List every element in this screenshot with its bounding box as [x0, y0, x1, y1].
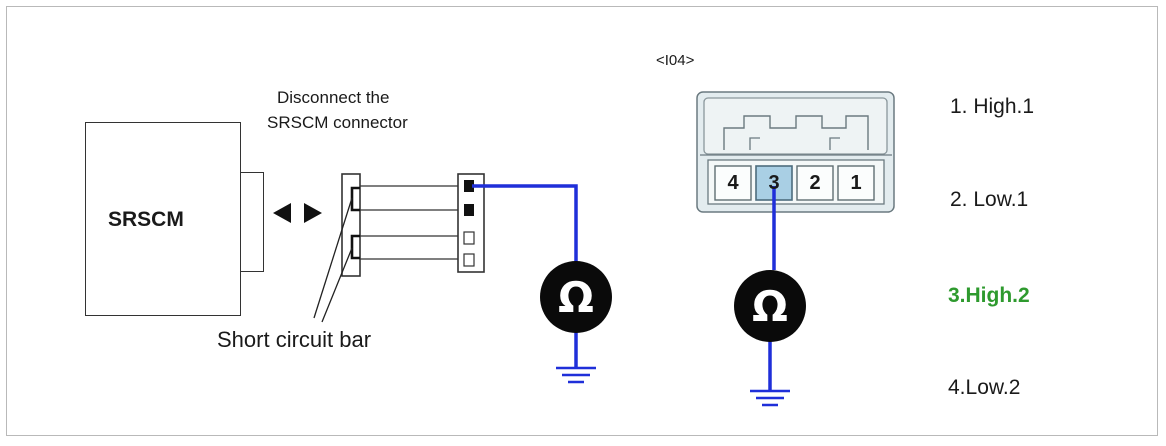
- pin-legend-item: 1. High.1: [950, 95, 1035, 118]
- srscm-module-connector-port: [240, 172, 264, 272]
- harness-connector-left: [341, 173, 361, 277]
- connector-pin-number: 1: [850, 172, 862, 194]
- disconnect-instruction-line2: SRSCM connector: [267, 113, 408, 132]
- connector-id-label: <I04>: [656, 52, 695, 69]
- disconnect-arrow-right-icon: [304, 203, 322, 223]
- harness-connector-right: [457, 173, 485, 273]
- connector-pin-number: 4: [727, 172, 739, 194]
- connector-pin-number-highlighted: 3: [768, 172, 780, 194]
- ground-left-icon: [556, 366, 596, 384]
- short-circuit-bar-label: Short circuit bar: [217, 327, 372, 352]
- srscm-module: [85, 122, 241, 316]
- svg-text:Ω: Ω: [558, 273, 594, 322]
- pin-legend-item-highlighted: 3.High.2: [948, 284, 1030, 307]
- srscm-label: SRSCM: [108, 208, 184, 231]
- short-bar-pointer-line-1: [313, 197, 353, 319]
- harness-wires: [360, 185, 460, 260]
- ohmmeter-left-icon: Ω: [540, 261, 612, 367]
- ohmmeter-right-icon: Ω: [734, 270, 806, 390]
- disconnect-arrow-left-icon: [273, 203, 291, 223]
- disconnect-instruction-line1: Disconnect the: [277, 88, 390, 107]
- test-wire-left: [472, 184, 578, 270]
- connector-i04: [696, 91, 895, 213]
- connector-pin-number: 2: [809, 172, 821, 194]
- ground-right-icon: [750, 389, 790, 407]
- short-bar-pointer-line-2: [321, 247, 353, 323]
- svg-text:Ω: Ω: [752, 282, 788, 331]
- pin-legend-item: 2. Low.1: [950, 188, 1029, 211]
- pin-legend-item: 4.Low.2: [948, 376, 1021, 399]
